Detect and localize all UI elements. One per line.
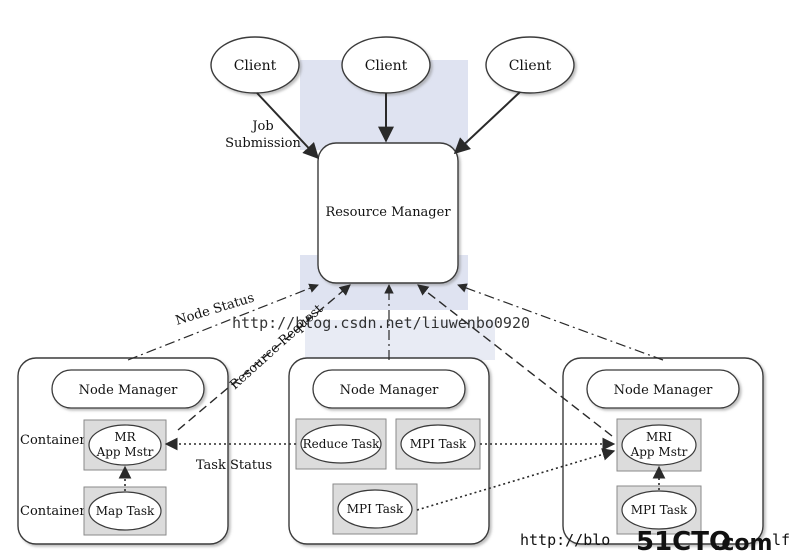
node-2-node-manager: Node Manager — [312, 369, 466, 409]
arrow-node1-status — [127, 283, 319, 361]
brand-logo-suffix: .com — [713, 531, 772, 556]
resource-manager: Resource Manager — [317, 142, 459, 284]
watermark-center-url: http://blog.csdn.net/liuwenbo0920 — [232, 314, 530, 332]
node-1-container-2: Map Task — [83, 486, 167, 536]
node-1-container-1: MR App Mstr — [83, 419, 167, 471]
brand-logo-text: 51CTO — [636, 527, 731, 557]
node-status-arrows — [127, 283, 664, 361]
node-3-node-manager-label: Node Manager — [614, 383, 714, 398]
reduce-task-label: Reduce Task — [303, 437, 381, 451]
client-2-label: Client — [365, 58, 408, 74]
node-1-node-manager: Node Manager — [51, 369, 205, 409]
node-1-container-2-label: Container — [20, 504, 86, 519]
resource-request-arrows — [177, 284, 613, 437]
node-2: Node Manager Reduce Task MPI Task MPI Ta… — [288, 357, 490, 545]
mri-app-master-line1: MRI — [646, 430, 672, 444]
mri-app-master-container: MRI App Mstr — [616, 418, 702, 472]
arrow-mr-master-to-rm — [177, 284, 351, 431]
client-3-label: Client — [509, 58, 552, 74]
node-1-container-1-label: Container — [20, 433, 86, 448]
node-1-node-manager-label: Node Manager — [79, 383, 179, 398]
mr-app-master-line1: MR — [114, 430, 136, 444]
arrow-node3-status — [457, 283, 664, 361]
task-status-label: Task Status — [196, 458, 272, 473]
node-2-mpi-task-1-label: MPI Task — [410, 437, 467, 451]
node-3-mpi-task-container: MPI Task — [616, 485, 702, 535]
corner-url-left: http://blo — [520, 531, 610, 549]
client-3: Client — [485, 36, 575, 94]
node-3-node-manager: Node Manager — [586, 369, 740, 409]
node-2-mpi-task-2-label: MPI Task — [347, 502, 404, 516]
job-submission-label-line2: Submission — [225, 136, 301, 151]
arrow-client1-to-rm — [256, 92, 320, 160]
task-status-arrows — [118, 437, 666, 511]
node-2-mpi-task-1-container: MPI Task — [395, 418, 481, 470]
corner-watermark: http://blo 51CTO .com lf — [520, 527, 790, 557]
corner-url-right: lf — [772, 531, 790, 549]
arrow-client3-to-rm — [453, 91, 521, 155]
job-submission-label-line1: Job — [250, 119, 273, 134]
node-2-node-manager-label: Node Manager — [340, 383, 440, 398]
resource-manager-label: Resource Manager — [325, 205, 451, 220]
client-2: Client — [341, 36, 431, 94]
client-1-label: Client — [234, 58, 277, 74]
job-submission-arrows — [256, 91, 521, 160]
mri-app-master-line2: App Mstr — [630, 445, 688, 459]
arrow-mpi2-to-mri-master — [416, 448, 616, 511]
client-1: Client — [210, 36, 300, 94]
node-1: Node Manager Container MR App Mstr Conta… — [17, 357, 229, 545]
reduce-task-container: Reduce Task — [295, 418, 387, 470]
mr-app-master-line2: App Mstr — [96, 445, 154, 459]
map-task-label: Map Task — [96, 504, 155, 518]
arrow-mri-master-to-rm — [417, 284, 613, 437]
node-3: Node Manager MRI App Mstr MPI Task — [562, 357, 764, 545]
node-3-mpi-task-label: MPI Task — [631, 503, 688, 517]
node-2-mpi-task-2-container: MPI Task — [332, 483, 418, 535]
